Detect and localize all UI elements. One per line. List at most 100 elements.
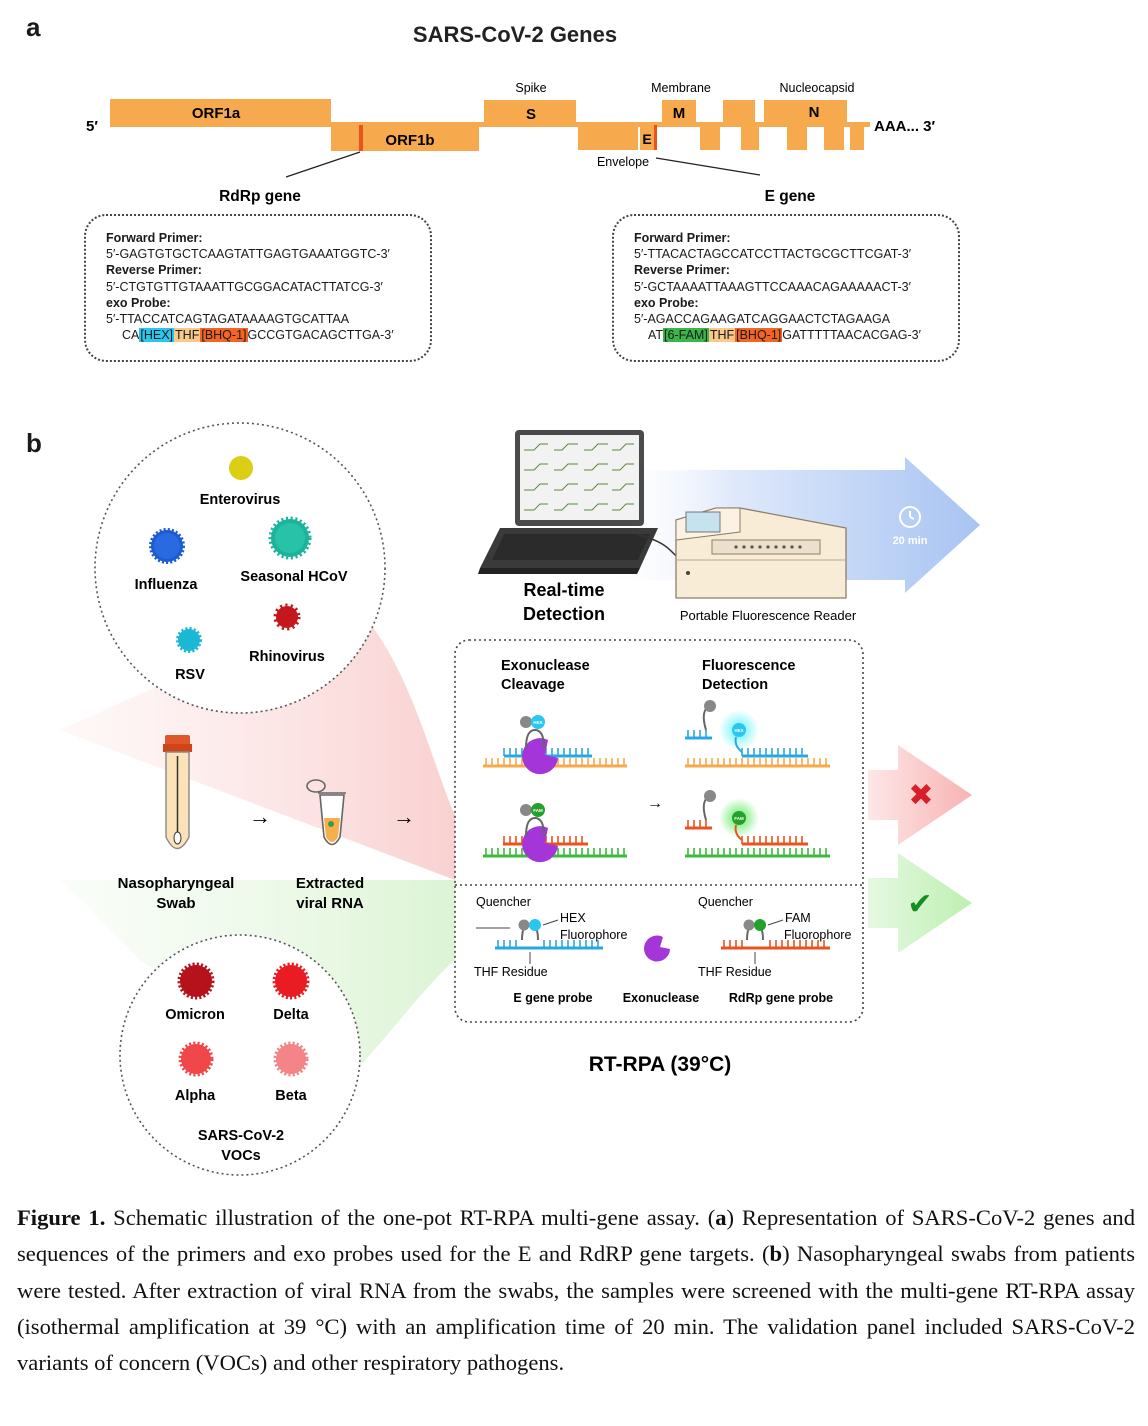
e-probe-label: exo Probe:	[634, 295, 699, 310]
rdrp-probe-label: exo Probe:	[106, 295, 171, 310]
caption-part1: Schematic illustration of the one-pot RT…	[105, 1205, 716, 1230]
rdrp-rev-label: Reverse Primer:	[106, 263, 202, 278]
pathogen-panel-circle	[94, 422, 386, 714]
orf1a-block	[110, 99, 331, 126]
fam-tag-1: FAM	[533, 808, 543, 813]
influenza-label: Influenza	[135, 577, 199, 593]
negative-icon: ✖	[908, 779, 933, 812]
alpha-label: Alpha	[175, 1088, 216, 1104]
workflow-diagram: Enterovirus Influenza Seasonal HCoV RSV …	[60, 422, 980, 1176]
e-rev-seq: 5′-GCTAAAATTAAAGTTCCAAACAGAAAAACT-3′	[634, 279, 911, 294]
fam-tag-2: FAM	[734, 816, 744, 821]
swab-label-line1: Nasopharyngeal	[118, 875, 235, 892]
genome-title: SARS-CoV-2 Genes	[413, 22, 617, 47]
laptop-icon	[478, 430, 658, 574]
five-prime-label: 5′	[86, 118, 98, 135]
rdrp-fwd-seq: 5′-GAGTGTGCTCAAGTATTGAGTGAAATGGTC-3′	[106, 247, 390, 262]
enterovirus-icon	[229, 456, 253, 480]
rsv-label: RSV	[175, 667, 205, 683]
delta-label: Delta	[273, 1007, 309, 1023]
orf9-block	[787, 125, 807, 150]
realtime-label-line1: Real-time	[523, 580, 604, 600]
legend-quencher-left: Quencher	[476, 895, 531, 909]
orf10-block	[824, 125, 844, 150]
m-block	[662, 100, 696, 126]
e-marker	[654, 125, 657, 150]
rna-label-line1: Extracted	[296, 875, 364, 892]
e-gene-detection-illustration: HEX	[685, 700, 830, 768]
orf10b-block	[850, 125, 864, 150]
e-primer-box: Forward Primer: 5′-TTACACTAGCCATCCTTACTG…	[612, 214, 960, 362]
rdrp-probe-thf: THF	[174, 328, 201, 343]
rna-label-line2: viral RNA	[296, 895, 364, 912]
orf7b-block	[741, 125, 759, 150]
cleavage-to-detection-arrow: →	[647, 795, 663, 812]
rhinovirus-label: Rhinovirus	[249, 649, 325, 665]
rdrp-probe-post: GCCGTGACAGCTTGA-3′	[247, 328, 394, 343]
rsv-icon	[176, 627, 202, 653]
orf1a-label: ORF1a	[192, 105, 241, 122]
delta-icon	[272, 962, 310, 1000]
influenza-icon	[149, 528, 185, 564]
e-probe-pre: AT	[648, 328, 664, 343]
realtime-label-line2: Detection	[523, 604, 605, 624]
e-probe-bhq: [BHQ-1]	[735, 328, 783, 343]
legend-fam: FAM	[785, 911, 811, 925]
membrane-label: Membrane	[651, 81, 711, 95]
orf7a-block	[723, 100, 755, 126]
rdrp-probe-pre: CA	[122, 328, 140, 343]
genome-map: SARS-CoV-2 Genes 5′ AAA... 3′ ORF1a ORF1…	[86, 22, 936, 205]
exo-cleavage-line1: Exonuclease	[501, 658, 590, 674]
rtrpa-label: RT-RPA (39°C)	[589, 1053, 732, 1076]
beta-label: Beta	[275, 1088, 307, 1104]
e-gene-title: E gene	[765, 188, 816, 205]
fluor-detection-line1: Fluorescence	[702, 658, 796, 674]
beta-icon	[273, 1041, 309, 1077]
legend-rdrp-probe-icon	[721, 919, 830, 964]
swab-tube-icon	[163, 735, 192, 850]
alpha-icon	[178, 1041, 214, 1077]
legend-thf-left: THF Residue	[474, 965, 548, 979]
hex-tag-2: HEX	[734, 728, 743, 733]
clock-icon	[899, 506, 921, 528]
e-probe-post: GATTTTTAACACGAG-3′	[782, 328, 921, 343]
n-label: N	[809, 104, 820, 121]
positive-result-arrow	[868, 853, 972, 953]
nucleocapsid-label: Nucleocapsid	[779, 81, 854, 95]
arrow-swab-to-rna: →	[249, 804, 271, 829]
exonuclease-icon	[644, 935, 670, 962]
pathogen-funnel	[60, 600, 455, 880]
rdrp-probe-seq-line2: CA[HEX]THF[BHQ-1]GCCGTGACAGCTTGA-3′	[106, 327, 430, 343]
omicron-icon	[177, 962, 215, 1000]
envelope-label: Envelope	[597, 155, 649, 169]
rdrp-primer-box: Forward Primer: 5′-GAGTGTGCTCAAGTATTGAGT…	[84, 214, 432, 362]
omicron-label: Omicron	[165, 1007, 225, 1023]
enterovirus-label: Enterovirus	[200, 492, 281, 508]
e-fwd-label: Forward Primer:	[634, 231, 731, 245]
caption-part2: ) Representation of SARS-CoV-2 genes and…	[17, 1205, 1135, 1267]
voc-panel-circle	[119, 934, 361, 1176]
legend-hex-fluorophore: Fluorophore	[560, 928, 627, 942]
time-label: 20 min	[893, 535, 928, 547]
rdrp-gene-title: RdRp gene	[219, 188, 301, 205]
legend-hex: HEX	[560, 911, 586, 925]
caption-label: Figure 1.	[17, 1205, 106, 1230]
seasonal-hcov-label: Seasonal HCoV	[240, 569, 347, 585]
caption-ref-a: a	[715, 1205, 727, 1230]
rdrp-rev-seq: 5′-CTGTGTTGTAAATTGCGGACATACTTATCG-3′	[106, 279, 383, 294]
spike-label: Spike	[515, 81, 546, 95]
n-block	[784, 100, 847, 126]
e-rev-label: Reverse Primer:	[634, 263, 730, 278]
legend-quencher-right: Quencher	[698, 895, 753, 909]
e-fwd-seq: 5′-TTACACTAGCCATCCTTACTGCGCTTCGAT-3′	[634, 247, 912, 262]
rna-tube-icon	[306, 779, 346, 846]
e-probe-seq-line2: AT[6-FAM]THF[BHQ-1]GATTTTTAACACGAG-3′	[634, 327, 958, 343]
rdrp-detection-illustration: FAM	[685, 790, 830, 858]
seasonal-hcov-icon	[268, 516, 312, 560]
legend-fam-fluorophore: Fluorophore	[784, 928, 851, 942]
figure-caption: Figure 1. Schematic illustration of the …	[17, 1200, 1135, 1381]
panel-b-letter: b	[26, 428, 42, 458]
voc-group-line2: VOCs	[221, 1148, 261, 1164]
e-block	[640, 125, 656, 150]
positive-icon: ✔	[907, 888, 932, 921]
